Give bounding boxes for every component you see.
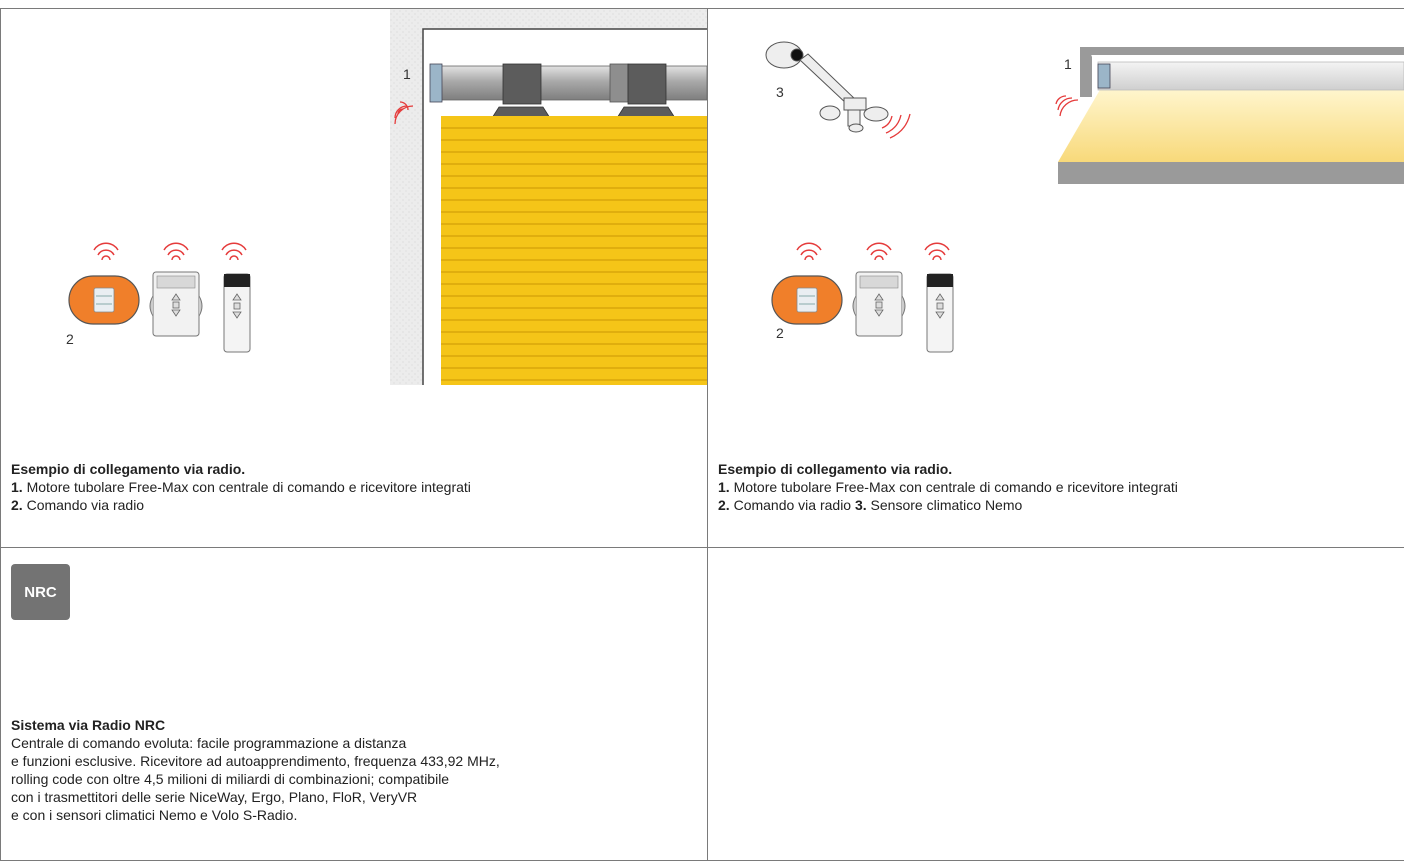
grid-center-divider bbox=[707, 8, 708, 860]
label-sensor-right: 3 bbox=[776, 84, 784, 100]
grid-middle-border bbox=[0, 547, 1404, 548]
label-motor-left: 1 bbox=[403, 66, 411, 82]
awning-illustration bbox=[765, 41, 1404, 184]
caption-left-item2-num: 2. bbox=[11, 497, 23, 513]
remote-controls-left bbox=[68, 242, 251, 353]
sensor-signal-icon bbox=[881, 113, 911, 139]
nrc-line: rolling code con oltre 4,5 milioni di mi… bbox=[11, 771, 450, 787]
caption-left: Esempio di collegamento via radio. 1. Mo… bbox=[11, 460, 471, 514]
roller-shutter-illustration bbox=[390, 9, 707, 385]
label-remote-right: 2 bbox=[776, 325, 784, 341]
caption-right-item3-num: 3. bbox=[854, 497, 867, 513]
caption-left-item2-text: Comando via radio bbox=[22, 497, 145, 513]
caption-right-item2-text: Comando via radio bbox=[729, 497, 855, 513]
grid-left-border bbox=[0, 8, 1, 860]
label-remote-left: 2 bbox=[66, 331, 74, 347]
remote-controls-right bbox=[771, 242, 954, 353]
awning-signal-icon bbox=[1055, 95, 1079, 117]
nrc-title: Sistema via Radio NRC bbox=[11, 717, 166, 733]
nrc-badge: NRC bbox=[11, 564, 70, 620]
remote-signal-icons bbox=[93, 242, 247, 261]
label-motor-right: 1 bbox=[1064, 56, 1072, 72]
caption-left-item1-num: 1. bbox=[11, 479, 23, 495]
caption-right-item1-num: 1. bbox=[718, 479, 730, 495]
grid-top-border bbox=[0, 8, 1404, 9]
shutter-curtain bbox=[441, 116, 707, 385]
caption-left-item1-text: Motore tubolare Free-Max con centrale di… bbox=[22, 479, 471, 495]
nrc-line: e funzioni esclusive. Ricevitore ad auto… bbox=[11, 753, 500, 769]
nrc-line: Centrale di comando evoluta: facile prog… bbox=[11, 735, 407, 751]
nrc-line: e con i sensori climatici Nemo e Volo S-… bbox=[11, 807, 298, 823]
caption-right-item3-text: Sensore climatico Nemo bbox=[866, 497, 1023, 513]
nrc-line: con i trasmettitori delle serie NiceWay,… bbox=[11, 789, 418, 805]
caption-right-item1-text: Motore tubolare Free-Max con centrale di… bbox=[729, 479, 1178, 495]
nrc-description: Sistema via Radio NRC Centrale di comand… bbox=[11, 716, 500, 824]
caption-right: Esempio di collegamento via radio. 1. Mo… bbox=[718, 460, 1178, 514]
motor-signal-icon bbox=[394, 101, 414, 125]
awning-light bbox=[1058, 88, 1404, 162]
awning-cassette bbox=[1088, 47, 1404, 55]
wind-sensor bbox=[765, 41, 889, 133]
caption-left-title: Esempio di collegamento via radio. bbox=[11, 461, 246, 477]
grid-bottom-border bbox=[0, 860, 1404, 861]
caption-right-item2-num: 2. bbox=[718, 497, 730, 513]
caption-right-title: Esempio di collegamento via radio. bbox=[718, 461, 953, 477]
